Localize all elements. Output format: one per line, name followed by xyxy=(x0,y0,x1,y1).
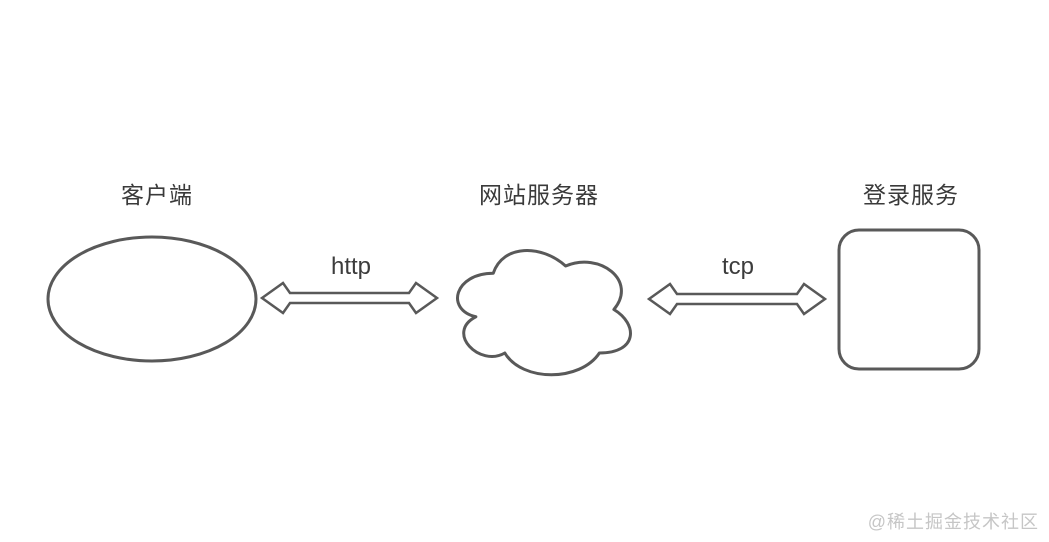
tcp-arrow xyxy=(646,282,828,316)
web-server-cloud-shape xyxy=(456,249,632,377)
tcp-edge-label: tcp xyxy=(721,253,755,280)
client-ellipse-shape xyxy=(46,235,258,363)
http-edge-label: http xyxy=(330,253,372,280)
login-service-label: 登录服务 xyxy=(863,182,959,208)
client-label: 客户端 xyxy=(121,182,193,208)
web-server-label: 网站服务器 xyxy=(479,182,599,208)
juejin-watermark: @稀土掘金技术社区 xyxy=(867,512,1039,532)
http-arrow xyxy=(259,281,440,315)
login-service-rect-shape xyxy=(837,228,981,371)
